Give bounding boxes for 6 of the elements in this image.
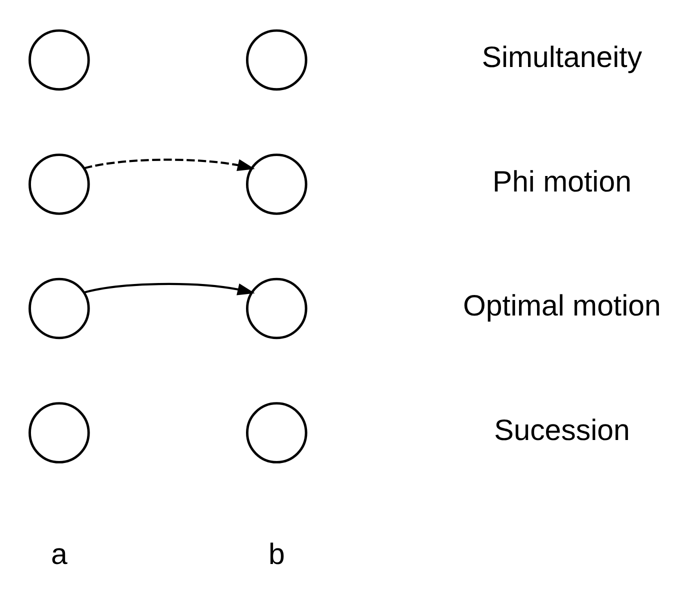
label: Phi motion bbox=[492, 164, 632, 198]
label: Simultaneity bbox=[482, 40, 642, 74]
label: b bbox=[268, 538, 285, 571]
label: Sucession bbox=[494, 413, 630, 446]
label: Optimal motion bbox=[463, 289, 661, 322]
label: a bbox=[50, 538, 68, 571]
